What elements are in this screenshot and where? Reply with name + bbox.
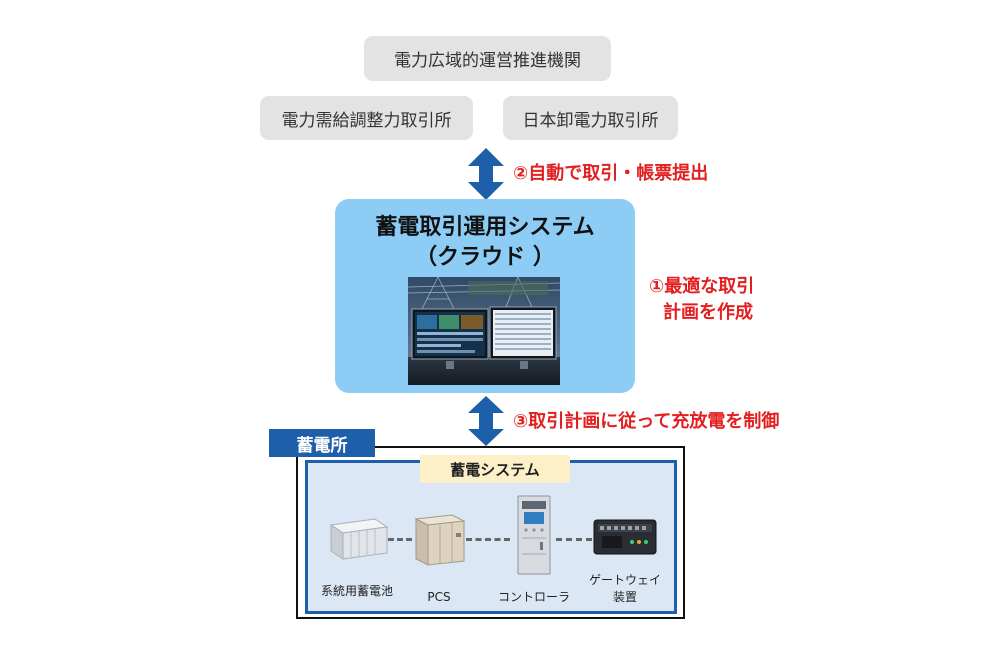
device-label-gateway-line1: ゲートウェイ [588, 573, 661, 587]
storage-system-tag: 蓄電システム [420, 455, 570, 483]
cloud-system-box: 蓄電取引運用システム （クラウド ） [335, 199, 635, 393]
balancing-market-label: 電力需給調整力取引所 [281, 110, 452, 131]
step3-label: ③取引計画に従って充放電を制御 [513, 411, 780, 432]
step2-label: ②自動で取引・帳票提出 [513, 163, 709, 184]
occto-label: 電力広域的運営推進機関 [394, 51, 581, 71]
step1-label-line2: 計画を作成 [663, 302, 753, 323]
device-label-gateway-line2: 装置 [612, 590, 637, 604]
storage-station-tab: 蓄電所 [269, 429, 375, 457]
battery-container-icon [329, 518, 389, 560]
controller-cabinet-icon [517, 495, 551, 575]
device-label-battery: 系統用蓄電池 [320, 584, 393, 598]
connector-controller-gateway [556, 538, 592, 541]
device-label-controller: コントローラ [497, 590, 570, 604]
cloud-system-title: 蓄電取引運用システム [375, 215, 595, 240]
monitor-screens-image [408, 277, 560, 385]
gateway-device-icon [593, 519, 657, 555]
connector-pcs-controller [466, 538, 510, 541]
upper-double-arrow-icon [468, 148, 504, 200]
lower-double-arrow-icon [468, 396, 504, 446]
connector-battery-pcs [388, 538, 412, 541]
balancing-market-box: 電力需給調整力取引所 [260, 96, 473, 140]
cloud-system-subtitle: （クラウド ） [415, 245, 555, 270]
occto-box: 電力広域的運営推進機関 [364, 36, 611, 81]
jepx-label: 日本卸電力取引所 [522, 110, 659, 131]
pcs-unit-icon [414, 514, 466, 566]
jepx-box: 日本卸電力取引所 [503, 96, 678, 140]
step1-label-line1: ①最適な取引 [649, 276, 755, 297]
device-label-pcs: PCS [427, 590, 451, 604]
